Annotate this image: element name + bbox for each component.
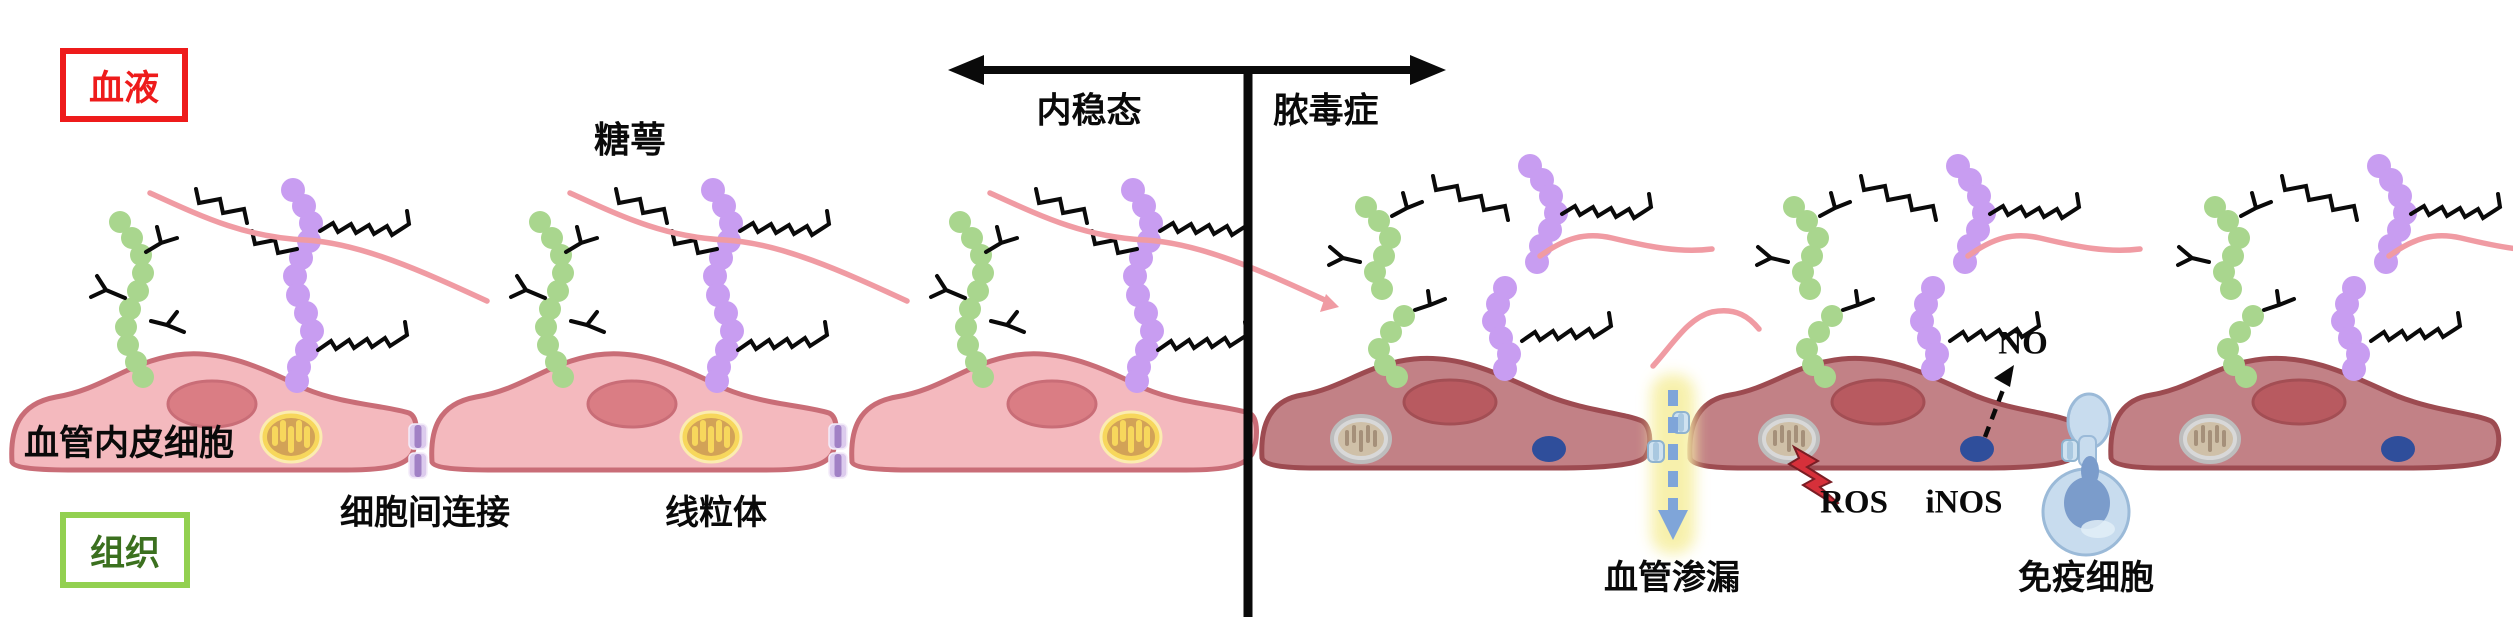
glycocalyx-label: 糖萼 — [593, 119, 667, 160]
blood-legend-box: 血液 — [60, 48, 188, 122]
inos-label: iNOS — [1925, 484, 2003, 521]
no-label: NO — [1998, 325, 2048, 362]
state-axis-arrow — [948, 55, 1446, 85]
mitochondria-label: 线粒体 — [665, 494, 767, 532]
endothelial-cell-label: 血管内皮细胞 — [24, 424, 235, 463]
septic-endothelial-cells — [1262, 358, 2499, 468]
ros-label: ROS — [1820, 484, 1888, 521]
no-arrow — [1982, 365, 2014, 438]
immune-cell — [2041, 392, 2131, 557]
blood-label: 血液 — [88, 68, 159, 108]
shed-glycocalyx-fragment — [1650, 308, 1762, 369]
ros-bolt-icon — [1787, 444, 1840, 507]
tissue-legend-box: 组织 — [60, 512, 190, 588]
sepsis-label: 脓毒症 — [1273, 91, 1379, 131]
glycocalyx-degraded — [1329, 154, 2513, 388]
vascular-leakage-arrow — [1647, 374, 1695, 554]
immune-cell-label: 免疫细胞 — [2018, 559, 2154, 597]
homeostasis-label: 内稳态 — [1036, 91, 1142, 131]
hyaluronan-strands — [150, 193, 1339, 312]
tissue-label: 组织 — [89, 533, 160, 573]
intercellular-junction-label: 细胞间连接 — [340, 494, 510, 532]
vascular-leakage-label: 血管渗漏 — [1604, 559, 1740, 597]
